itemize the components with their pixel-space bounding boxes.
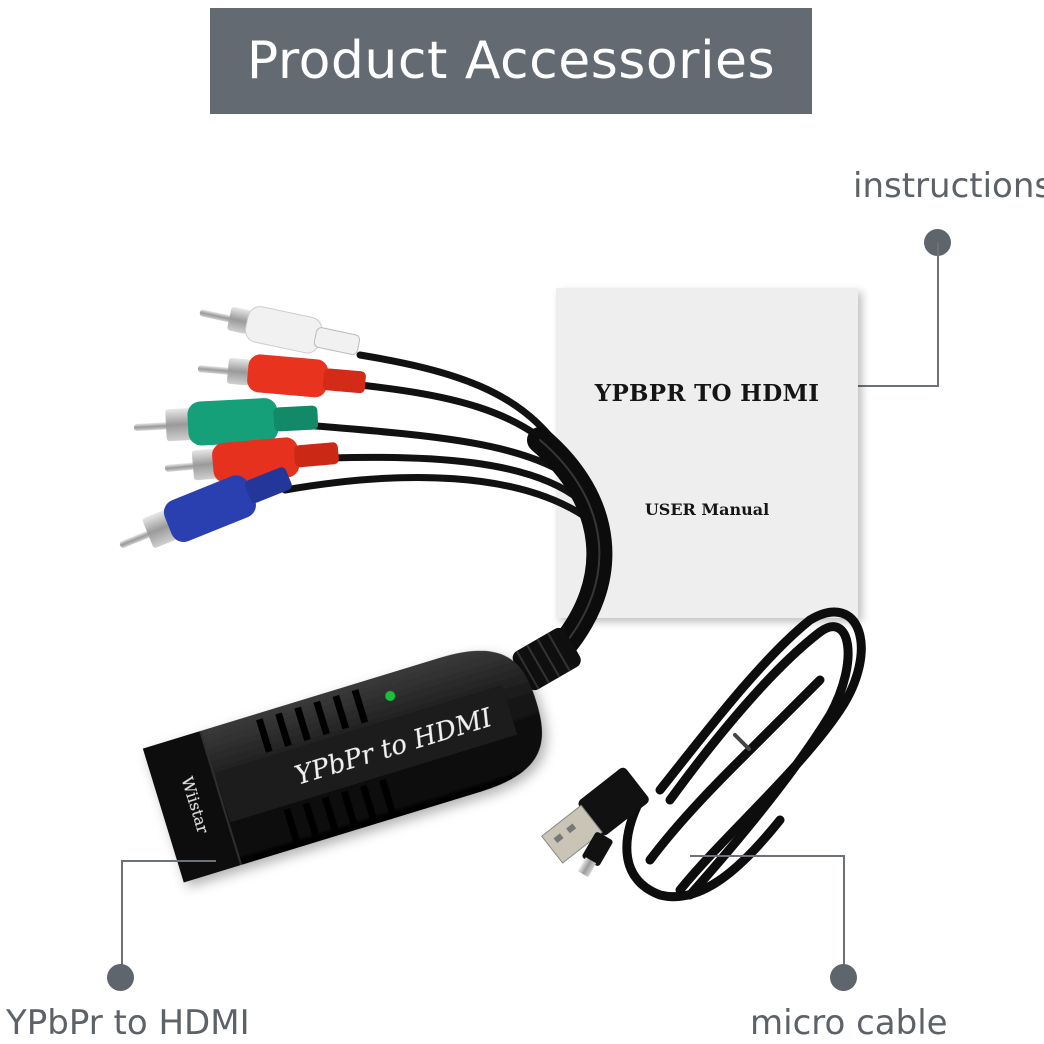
callout-label-converter: YPbPr to HDMI <box>6 1003 250 1043</box>
converter-body: YPbPr to HDMI Wiistar <box>142 650 542 883</box>
micro-usb-cable <box>622 607 866 902</box>
rca-plug-red-top <box>197 354 366 398</box>
usb-a-connector <box>541 767 649 864</box>
callout-line-converter-vertical <box>121 860 123 966</box>
micro-usb-connector <box>577 832 613 878</box>
rca-plug-green <box>133 398 319 446</box>
manual-title: YPBPR TO HDMI <box>594 380 820 407</box>
strain-relief <box>512 627 581 691</box>
callout-dot-cable <box>830 964 857 991</box>
callout-dot-converter <box>107 964 134 991</box>
manual-subtitle: USER Manual <box>644 500 770 519</box>
title-banner: Product Accessories <box>210 8 812 114</box>
page-title: Product Accessories <box>246 31 776 91</box>
rca-plug-white <box>199 306 361 356</box>
callout-line-cable-horizontal <box>690 855 845 857</box>
callout-line-converter-horizontal <box>122 860 216 862</box>
power-led-icon <box>385 690 396 701</box>
callout-line-cable-vertical <box>843 855 845 967</box>
callout-label-cable: micro cable <box>750 1003 948 1043</box>
callout-label-instructions: instructions <box>853 166 1044 206</box>
rca-cable-wires <box>281 351 613 663</box>
rca-plug-red-bottom <box>164 437 339 483</box>
callout-line-instructions-horizontal <box>790 385 939 387</box>
callout-line-instructions-vertical <box>937 243 939 386</box>
rca-plug-blue <box>119 467 292 548</box>
